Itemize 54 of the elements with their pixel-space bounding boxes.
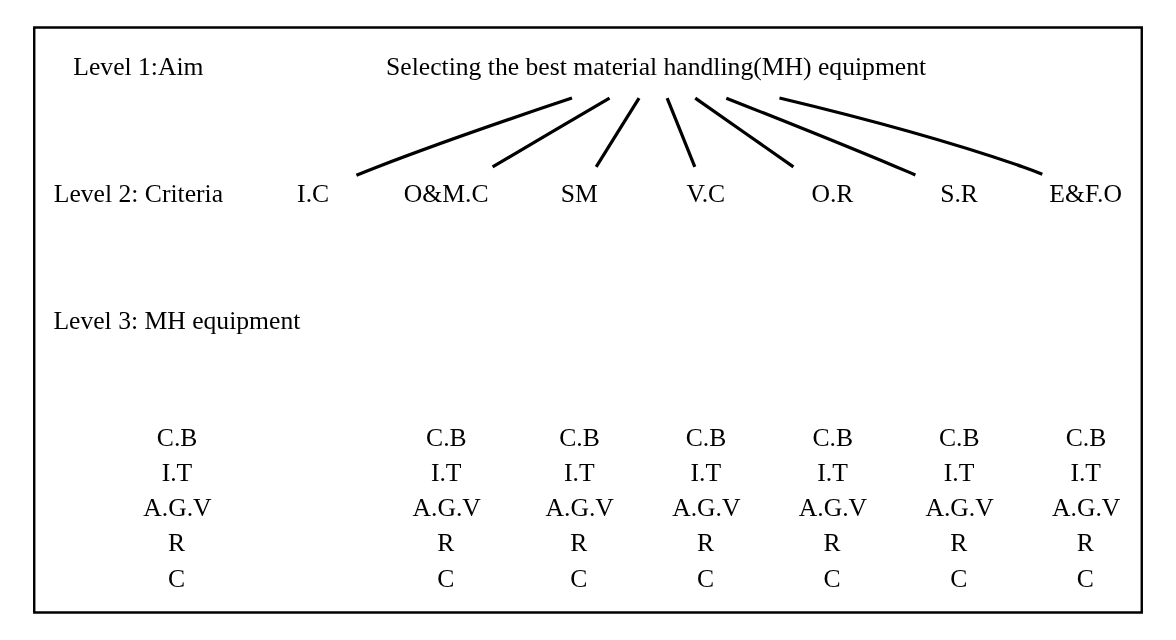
node-text: S.R [940, 178, 978, 208]
label: I.T [1070, 457, 1102, 487]
connector [725, 96, 917, 177]
label: R [1076, 528, 1094, 558]
label: R [570, 528, 588, 558]
node-text: O&M.C [403, 178, 489, 208]
label: C.B [426, 422, 467, 452]
label: A.G.V [545, 493, 614, 523]
label: I.T [690, 457, 722, 487]
connector [779, 96, 1043, 176]
label: C.B [1065, 422, 1107, 452]
label: Level 2: Criteria [53, 178, 224, 208]
label: A.G.V [1052, 493, 1121, 523]
label: I.T [430, 457, 462, 487]
label: A.G.V [672, 493, 741, 523]
label: C [570, 563, 588, 593]
connector [665, 97, 697, 168]
node-text: I.C [297, 178, 330, 208]
label: A.G.V [412, 493, 481, 523]
label: C [168, 563, 186, 593]
label: R [437, 528, 455, 558]
label: C.B [939, 422, 980, 452]
connector [594, 97, 641, 168]
label: A.G.V [798, 493, 868, 523]
label: A.G.V [925, 493, 994, 523]
label: I.T [943, 457, 975, 487]
node-text: Selecting the best material handling(MH) equipment [386, 52, 927, 82]
label: R [696, 528, 715, 558]
label: C [696, 563, 715, 593]
label: Level 3: MH equipment [53, 305, 301, 335]
label: R [950, 528, 968, 558]
label: C.B [559, 422, 600, 452]
label: C [950, 563, 968, 593]
connector [491, 96, 611, 169]
node-text: SM [560, 178, 598, 208]
label: C.B [812, 422, 853, 452]
label: I.T [817, 457, 848, 487]
connector [694, 96, 795, 169]
node-text: E&F.O [1049, 178, 1123, 208]
label: C.B [685, 422, 727, 452]
label: C [437, 563, 455, 593]
label: Level 1:Aim [73, 52, 204, 82]
node-text: O.R [811, 178, 854, 208]
label: C.B [156, 422, 198, 452]
label: R [823, 528, 841, 558]
node-text: V.C [686, 178, 726, 208]
label: R [168, 528, 186, 558]
label: C [823, 563, 841, 593]
label: I.T [563, 457, 595, 487]
label: A.G.V [143, 493, 212, 523]
connector [355, 96, 573, 177]
cluster [33, 26, 1143, 614]
label: I.T [161, 457, 193, 487]
label: C [1076, 563, 1094, 593]
